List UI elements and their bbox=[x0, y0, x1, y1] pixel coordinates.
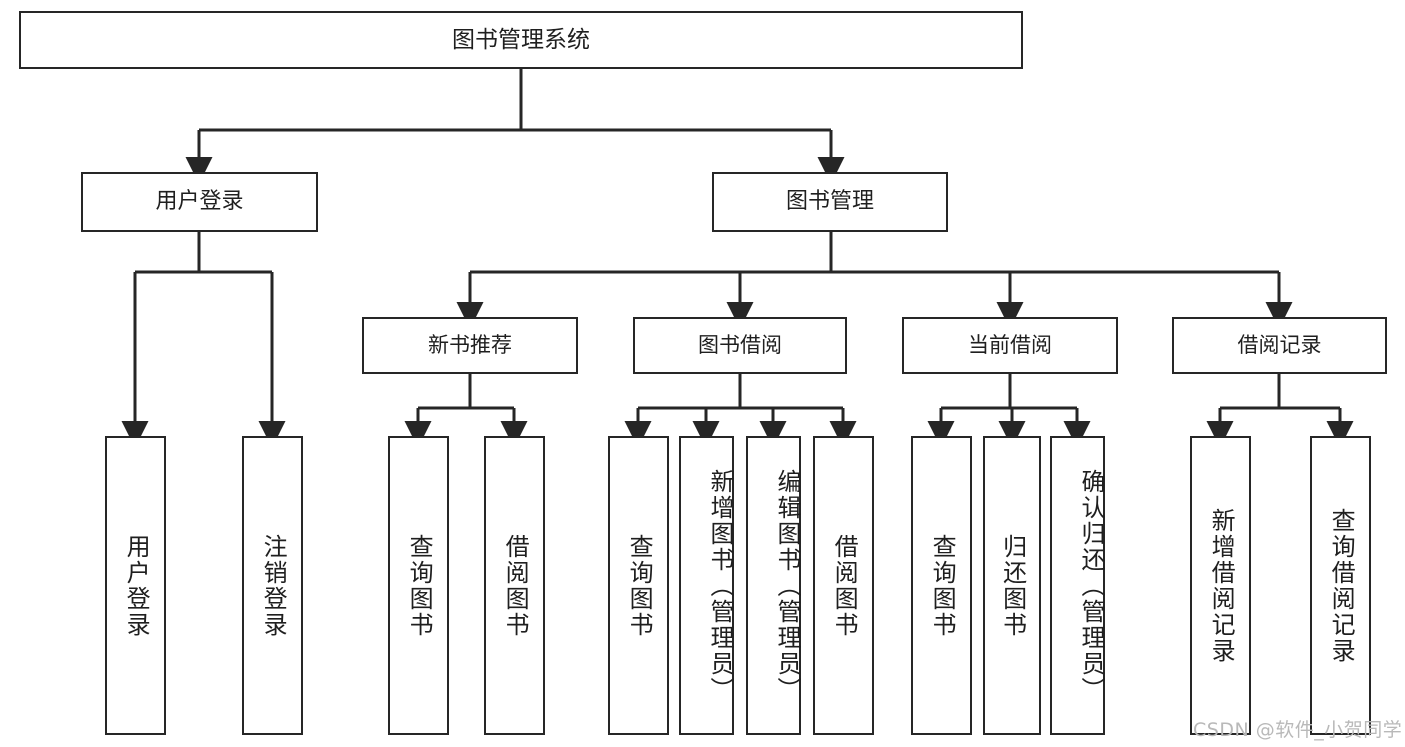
node-book-borrow[interactable]: 图书借阅 bbox=[633, 317, 847, 374]
leaf-return-book[interactable]: 归还图书 bbox=[983, 436, 1041, 735]
leaf-user-login[interactable]: 用户登录 bbox=[105, 436, 166, 735]
leaf-edit-book-admin[interactable]: 编辑图书（管理员） bbox=[746, 436, 801, 735]
leaf-user-login-label: 用户登录 bbox=[122, 533, 151, 638]
node-root[interactable]: 图书管理系统 bbox=[19, 11, 1023, 69]
leaf-logout-login[interactable]: 注销登录 bbox=[242, 436, 303, 735]
leaf-logout-login-label: 注销登录 bbox=[259, 533, 288, 638]
node-user-login[interactable]: 用户登录 bbox=[81, 172, 318, 232]
node-book-management-label: 图书管理 bbox=[785, 189, 874, 215]
leaf-query-borrow-record-label: 查询借阅记录 bbox=[1327, 507, 1356, 664]
leaf-query-book-recommend-label: 查询图书 bbox=[405, 533, 434, 638]
node-borrow-record-label: 借阅记录 bbox=[1237, 333, 1322, 358]
leaf-query-book-borrow[interactable]: 查询图书 bbox=[608, 436, 669, 735]
leaf-confirm-return-admin-label: 确认归还（管理员） bbox=[1077, 468, 1105, 703]
leaf-borrow-book-recommend-label: 借阅图书 bbox=[501, 533, 530, 638]
node-borrow-record[interactable]: 借阅记录 bbox=[1172, 317, 1387, 374]
csdn-watermark: CSDN @软件_小贺同学 bbox=[1193, 719, 1403, 741]
leaf-query-book-borrow-label: 查询图书 bbox=[625, 533, 654, 638]
leaf-add-book-admin-label: 新增图书（管理员） bbox=[706, 468, 734, 703]
node-book-management[interactable]: 图书管理 bbox=[712, 172, 948, 232]
leaf-query-borrow-record[interactable]: 查询借阅记录 bbox=[1310, 436, 1371, 735]
node-current-borrow-label: 当前借阅 bbox=[968, 333, 1052, 358]
leaf-add-borrow-record-label: 新增借阅记录 bbox=[1207, 507, 1236, 664]
node-new-book-recommend-label: 新书推荐 bbox=[428, 333, 512, 358]
leaf-query-book-recommend[interactable]: 查询图书 bbox=[388, 436, 449, 735]
leaf-query-book-current-label: 查询图书 bbox=[928, 533, 957, 638]
leaf-edit-book-admin-label: 编辑图书（管理员） bbox=[773, 468, 801, 703]
leaf-borrow-book[interactable]: 借阅图书 bbox=[813, 436, 874, 735]
node-new-book-recommend[interactable]: 新书推荐 bbox=[362, 317, 578, 374]
leaf-add-borrow-record[interactable]: 新增借阅记录 bbox=[1190, 436, 1251, 735]
leaf-add-book-admin[interactable]: 新增图书（管理员） bbox=[679, 436, 734, 735]
leaf-confirm-return-admin[interactable]: 确认归还（管理员） bbox=[1050, 436, 1105, 735]
leaf-borrow-book-recommend[interactable]: 借阅图书 bbox=[484, 436, 545, 735]
node-root-label: 图书管理系统 bbox=[452, 26, 590, 53]
leaf-borrow-book-label: 借阅图书 bbox=[830, 533, 859, 638]
node-current-borrow[interactable]: 当前借阅 bbox=[902, 317, 1118, 374]
leaf-return-book-label: 归还图书 bbox=[998, 533, 1027, 638]
leaf-query-book-current[interactable]: 查询图书 bbox=[911, 436, 972, 735]
node-book-borrow-label: 图书借阅 bbox=[698, 333, 782, 358]
node-user-login-label: 用户登录 bbox=[155, 189, 244, 215]
